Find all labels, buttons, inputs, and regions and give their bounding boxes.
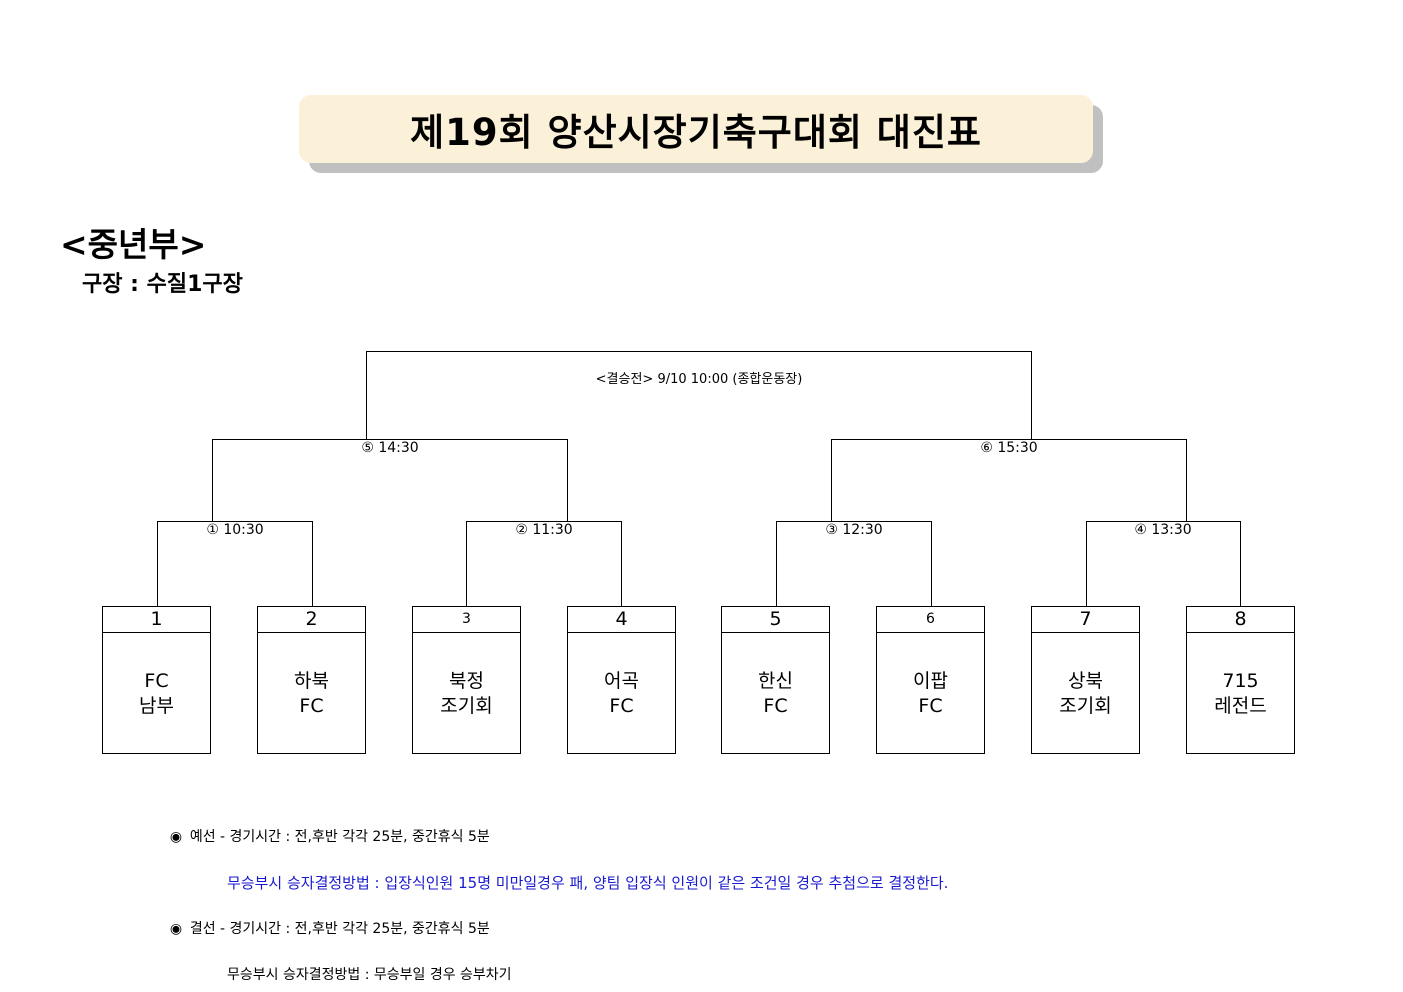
semifinal-6-right-drop [1186, 439, 1187, 522]
quarterfinal-4-left-drop [1086, 521, 1087, 606]
team-number: 7 [1032, 607, 1139, 633]
semifinal-5-right-drop [567, 439, 568, 522]
team-name-line1: 하북 [294, 669, 329, 692]
page-title: 제19회 양산시장기축구대회 대진표 [299, 95, 1093, 163]
prelim-tiebreak-note: 무승부시 승자결정방법 : 입장식인원 15명 미만일경우 패, 양팀 입장식 … [227, 874, 949, 892]
team-box-8: 8 715 레전드 [1186, 606, 1295, 754]
team-box-7: 7 상북 조기회 [1031, 606, 1140, 754]
quarterfinal-2-connector [466, 521, 622, 522]
quarterfinal-1-left-drop [157, 521, 158, 606]
quarterfinal-1-right-drop [312, 521, 313, 606]
quarterfinal-1-connector [157, 521, 313, 522]
semifinal-6-connector [831, 439, 1187, 440]
team-box-1: 1 FC 남부 [102, 606, 211, 754]
final-left-drop [366, 351, 367, 440]
final-right-drop [1031, 351, 1032, 440]
team-number: 8 [1187, 607, 1294, 633]
semifinal-5-connector [212, 439, 568, 440]
semifinal-5-label: ⑤ 14:30 [361, 440, 419, 456]
team-number: 6 [877, 607, 984, 633]
quarterfinal-2-label: ② 11:30 [515, 522, 573, 538]
quarterfinal-4-connector [1086, 521, 1241, 522]
team-name-line1: 이팝 [913, 669, 948, 692]
team-name-line2: FC [299, 694, 324, 717]
team-number: 4 [568, 607, 675, 633]
semifinal-5-left-drop [212, 439, 213, 522]
team-box-6: 6 이팝 FC [876, 606, 985, 754]
team-name-line1: 어곡 [604, 669, 639, 692]
team-box-4: 4 어곡 FC [567, 606, 676, 754]
team-name-line2: 조기회 [1059, 694, 1112, 717]
team-name-line2: 레전드 [1214, 694, 1267, 717]
team-name: 715 레전드 [1187, 633, 1294, 754]
semifinal-6-label: ⑥ 15:30 [980, 440, 1038, 456]
bullet-icon: ◉ [169, 921, 183, 937]
quarterfinal-2-left-drop [466, 521, 467, 606]
team-box-3: 3 북정 조기회 [412, 606, 521, 754]
quarterfinal-3-right-drop [931, 521, 932, 606]
team-number: 2 [258, 607, 365, 633]
team-name-line2: 조기회 [440, 694, 493, 717]
final-match-label: <결승전> 9/10 10:00 (종합운동장) [595, 372, 803, 387]
team-number: 1 [103, 607, 210, 633]
team-number: 3 [413, 607, 520, 633]
team-name: 하북 FC [258, 633, 365, 754]
venue-label: 구장 : 수질1구장 [82, 272, 243, 297]
team-name-line1: 상북 [1068, 669, 1103, 692]
prelim-note: ◉ 예선 - 경기시간 : 전,후반 각각 25분, 중간휴식 5분 [152, 803, 948, 872]
quarterfinal-3-label: ③ 12:30 [825, 522, 883, 538]
team-name-line2: 남부 [139, 694, 174, 717]
team-name-line1: 715 [1222, 669, 1259, 692]
team-name-line1: 한신 [758, 669, 793, 692]
bullet-icon: ◉ [169, 829, 183, 845]
rules-notes: ◉ 예선 - 경기시간 : 전,후반 각각 25분, 중간휴식 5분 무승부시 승… [152, 803, 949, 987]
quarterfinal-4-right-drop [1240, 521, 1241, 606]
team-name: 이팝 FC [877, 633, 984, 754]
quarterfinal-3-left-drop [776, 521, 777, 606]
team-name: FC 남부 [103, 633, 210, 754]
team-name-line2: FC [918, 694, 943, 717]
semifinal-6-left-drop [831, 439, 832, 522]
quarterfinal-1-label: ① 10:30 [206, 522, 264, 538]
team-name: 북정 조기회 [413, 633, 520, 754]
final-time-text: 결선 - 경기시간 : 전,후반 각각 25분, 중간휴식 5분 [189, 921, 490, 937]
team-name-line2: FC [763, 694, 788, 717]
quarterfinal-2-right-drop [621, 521, 622, 606]
final-note: ◉ 결선 - 경기시간 : 전,후반 각각 25분, 중간휴식 5분 [152, 895, 948, 964]
team-box-2: 2 하북 FC [257, 606, 366, 754]
division-heading: <중년부> [60, 225, 207, 264]
final-connector [366, 351, 1032, 352]
team-box-5: 5 한신 FC [721, 606, 830, 754]
prelim-time-text: 예선 - 경기시간 : 전,후반 각각 25분, 중간휴식 5분 [189, 829, 490, 845]
team-name-line1: FC [144, 669, 169, 692]
team-name: 상북 조기회 [1032, 633, 1139, 754]
team-name: 한신 FC [722, 633, 829, 754]
team-name-line1: 북정 [449, 669, 484, 692]
team-number: 5 [722, 607, 829, 633]
team-name: 어곡 FC [568, 633, 675, 754]
quarterfinal-4-label: ④ 13:30 [1134, 522, 1192, 538]
final-tiebreak-note: 무승부시 승자결정방법 : 무승부일 경우 승부차기 [227, 967, 512, 983]
team-name-line2: FC [609, 694, 634, 717]
quarterfinal-3-connector [776, 521, 932, 522]
